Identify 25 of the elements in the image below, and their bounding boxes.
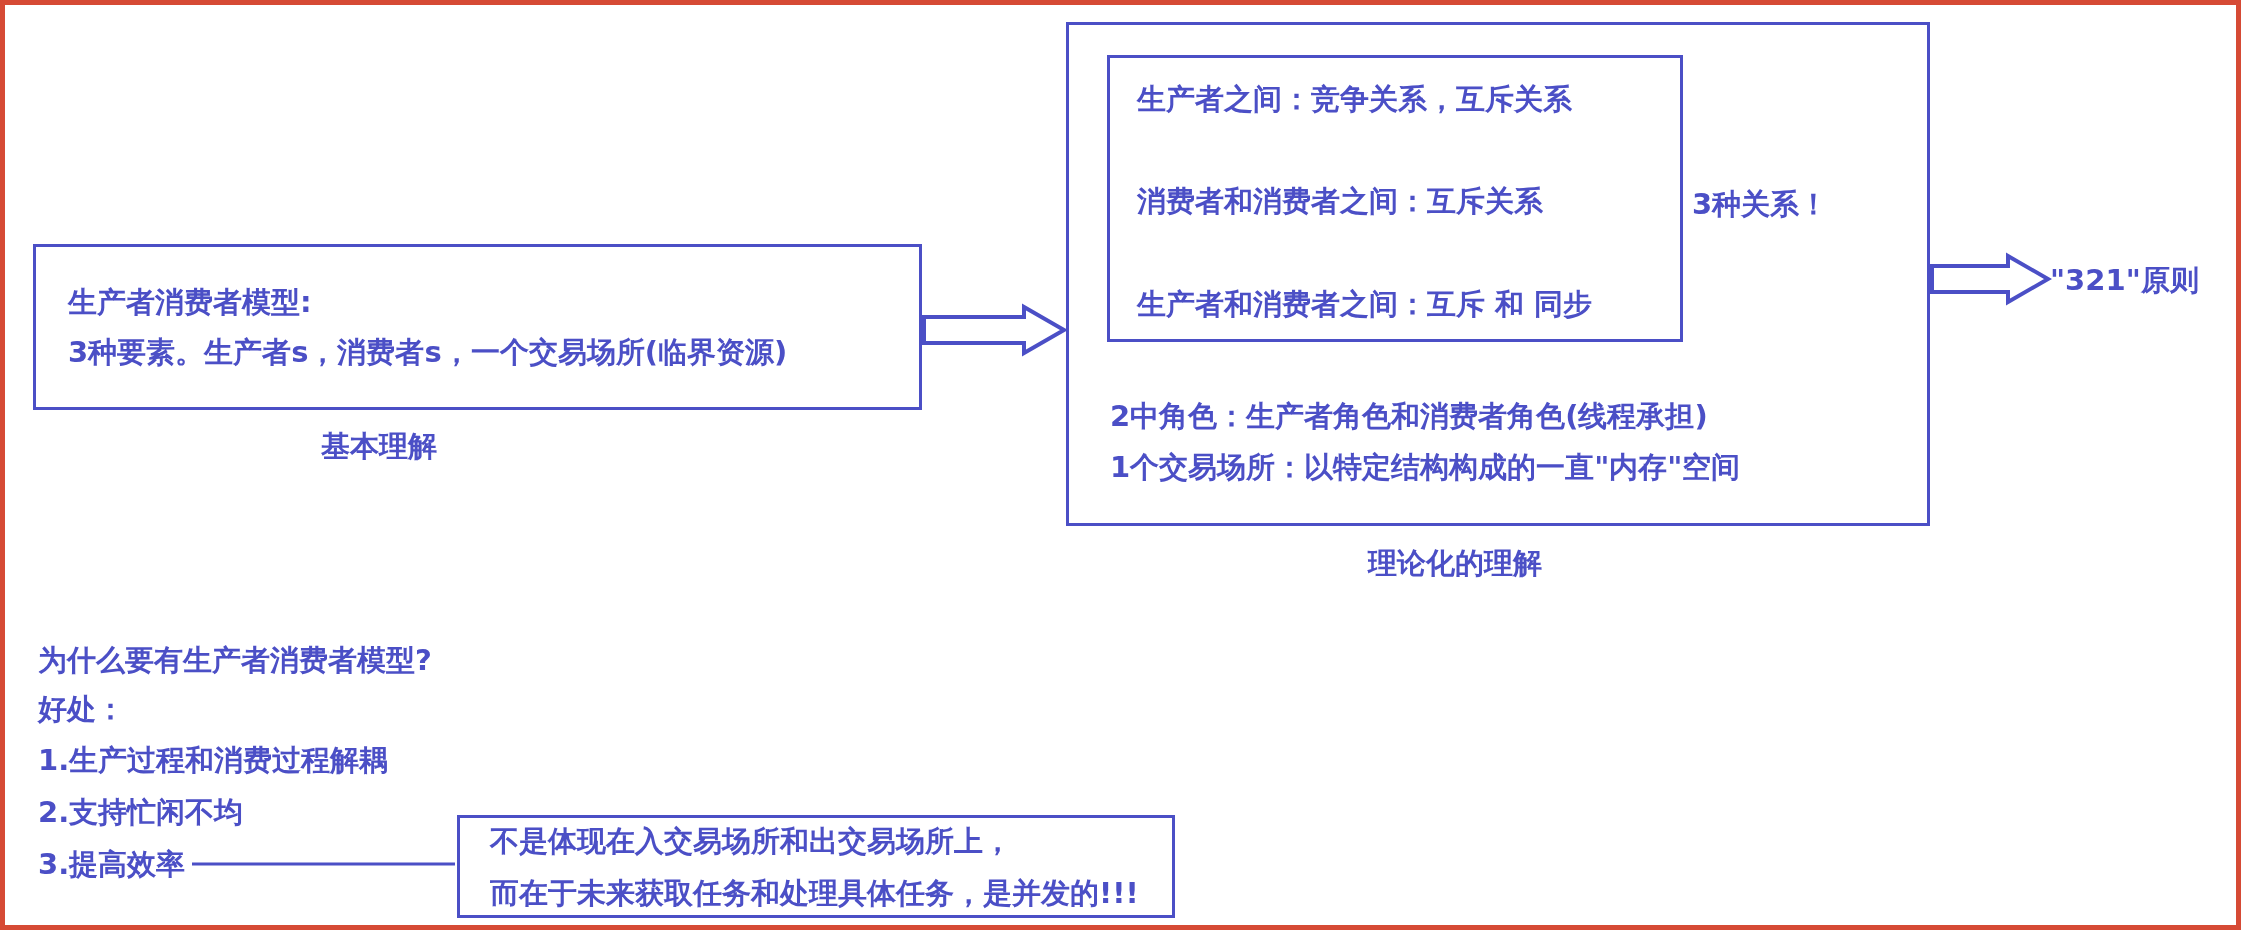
text-box (33, 244, 922, 410)
caption-text: 理论化的理解 (1368, 546, 1542, 580)
box-text: 生产者消费者模型: (68, 285, 312, 319)
box-text: 不是体现在入交易场所和出交易场所上， (490, 824, 1012, 858)
block-arrow (1930, 252, 2052, 306)
text-box (457, 815, 1175, 918)
node-text: 3.提高效率 (38, 847, 186, 881)
box-text: 3种要素。生产者s，消费者s，一个交易场所(临界资源) (68, 335, 788, 369)
box-text: 生产者和消费者之间：互斥 和 同步 (1137, 287, 1593, 321)
text-box (1107, 55, 1683, 342)
text-box (1066, 22, 1930, 526)
box-text: 而在于未来获取任务和处理具体任务，是并发的!!! (490, 876, 1139, 910)
note-text: 2.支持忙闲不均 (38, 795, 244, 829)
connector-line (192, 862, 455, 866)
caption-text: 基本理解 (321, 429, 437, 463)
box-text: 生产者之间：竞争关系，互斥关系 (1137, 82, 1572, 116)
note-text: 1.生产过程和消费过程解耦 (38, 743, 389, 777)
note-text: 好处： (38, 692, 125, 726)
block-arrow (922, 303, 1068, 357)
box-text: 2中角色：生产者角色和消费者角色(线程承担) (1110, 399, 1708, 433)
box-text: 消费者和消费者之间：互斥关系 (1137, 184, 1543, 218)
node-text: "321"原则 (2050, 263, 2199, 297)
box-text: 1个交易场所：以特定结构构成的一直"内存"空间 (1110, 450, 1741, 484)
note-text: 为什么要有生产者消费者模型? (38, 643, 432, 677)
caption-text: 3种关系！ (1692, 187, 1829, 221)
